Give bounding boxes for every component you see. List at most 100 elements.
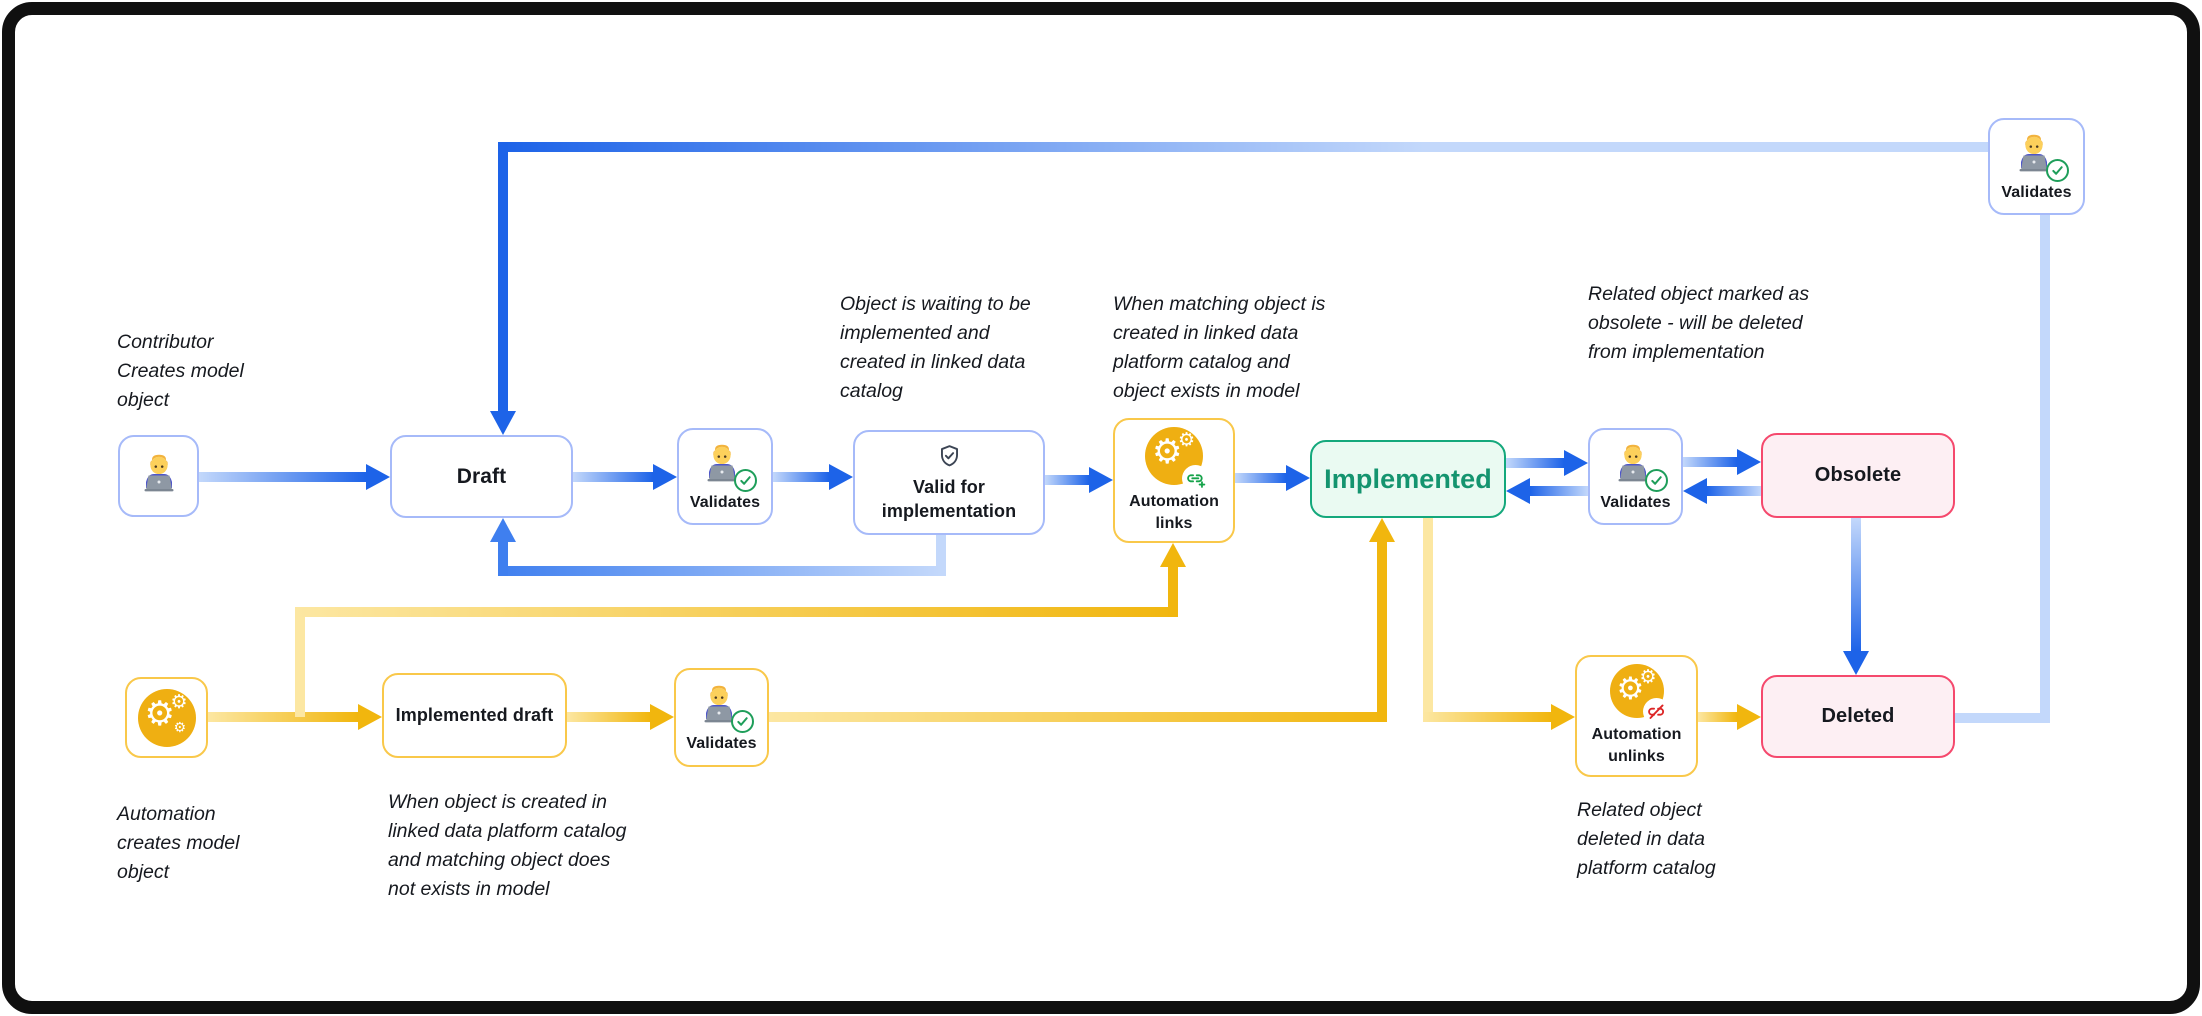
node-automation-unlinks-label: Automation unlinks — [1591, 726, 1682, 765]
node-validates-1: Validates — [677, 428, 773, 525]
check-badge-icon — [734, 468, 757, 492]
check-badge-icon — [1644, 468, 1668, 492]
arrow-automation-unlinks-to-deleted — [1698, 712, 1737, 722]
arrow-obsolete-to-deleted — [1851, 518, 1861, 651]
node-validates-label: Validates — [689, 493, 761, 511]
annotation-automation-creates: Automation creates model object — [117, 803, 240, 883]
node-automation-links: ⚙ ⚙ Automation links — [1113, 418, 1235, 543]
annotation-related-deleted: Related object deleted in data platform … — [1577, 799, 1716, 879]
annotation-object-waiting: Object is waiting to be implemented and … — [840, 293, 1031, 402]
link-plus-icon — [1182, 464, 1209, 492]
arrow-automation-links-to-implemented — [1235, 473, 1286, 483]
node-valid-for-implementation: Valid for implementation — [853, 430, 1045, 535]
gears-icon: ⚙ ⚙ ⚙ — [137, 688, 196, 747]
gear-icon: ⚙ — [1639, 666, 1657, 688]
node-automation: ⚙ ⚙ ⚙ — [125, 677, 208, 758]
node-valid-label: Valid for implementation — [881, 476, 1017, 521]
node-deleted-label: Deleted — [1821, 705, 1895, 727]
person-technologist-icon — [696, 685, 742, 731]
person-check-icon — [2011, 132, 2069, 182]
node-draft-label: Draft — [456, 464, 507, 488]
node-obsolete-label: Obsolete — [1814, 464, 1902, 486]
check-badge-icon — [2045, 158, 2069, 182]
node-automation-unlinks: ⚙ ⚙ Automation unlinks — [1575, 655, 1698, 777]
gear-icon: ⚙ — [170, 690, 188, 713]
line-deleted-up-to-validates — [2040, 215, 2050, 723]
gear-icon: ⚙ — [1178, 428, 1196, 451]
node-implemented: Implemented — [1310, 440, 1506, 518]
arrow-valid-to-automation-links-head — [1089, 467, 1113, 493]
person-technologist-icon — [699, 444, 745, 490]
arrow-validates-to-implemented-head — [1506, 478, 1530, 504]
gear-icon: ⚙ — [1152, 431, 1183, 472]
arrow-implemented-to-validates-head — [1564, 450, 1588, 476]
arrow-validates-to-obsolete-head — [1737, 449, 1761, 475]
arrow-contributor-to-draft-head — [366, 464, 390, 490]
link-slash-icon — [1642, 698, 1670, 725]
arrow-obsolete-to-validates — [1707, 486, 1761, 496]
gear-icon: ⚙ — [144, 693, 175, 734]
node-validates-label: Validates — [2001, 183, 2072, 201]
line-up-into-automation-links — [1168, 567, 1178, 617]
person-check-icon — [1610, 442, 1668, 492]
node-obsolete: Obsolete — [1761, 433, 1955, 518]
node-implemented-draft: Implemented draft — [382, 673, 567, 758]
node-deleted: Deleted — [1761, 675, 1955, 758]
node-validates-label: Validates — [686, 734, 757, 752]
shield-check-icon — [940, 444, 958, 466]
arrow-validates-to-valid-head — [829, 464, 853, 490]
node-validates-3: Validates — [674, 668, 769, 767]
line-deleted-right — [1955, 713, 2050, 723]
person-technologist-icon — [1610, 444, 1656, 490]
gear-icon: ⚙ — [173, 719, 187, 736]
gears-link-slash-icon: ⚙ ⚙ — [1609, 664, 1670, 725]
arrow-validates-to-obsolete — [1683, 457, 1737, 467]
check-badge-icon — [730, 709, 754, 733]
line-valid-back-to-draft — [498, 566, 941, 576]
node-contributor — [118, 435, 199, 517]
arrow-into-automation-unlinks-head — [1551, 704, 1575, 730]
line-up-into-implemented — [1377, 542, 1387, 722]
annotation-related-marked: Related object marked as obsolete - will… — [1588, 283, 1810, 363]
line-branch-up — [295, 607, 305, 717]
line-branch-right — [295, 607, 1178, 617]
node-implemented-label: Implemented — [1324, 463, 1492, 494]
annotation-when-matching: When matching object is created in linke… — [1113, 293, 1326, 402]
line-top-down-to-draft — [498, 142, 508, 411]
arrow-implemented-draft-to-validates-head — [650, 704, 674, 730]
node-validates-2: Validates — [1588, 428, 1683, 525]
arrow-into-draft-bottom-head — [490, 518, 516, 542]
gear-icon: ⚙ — [1616, 671, 1645, 707]
arrow-automation-unlinks-to-deleted-head — [1737, 704, 1761, 730]
line-validates-top-to-draft — [503, 142, 1988, 152]
arrow-top-into-draft-head — [490, 411, 516, 435]
annotation-contributor-creates: Contributor Creates model object — [117, 331, 244, 411]
person-technologist-icon — [136, 452, 182, 501]
line-valid-down-stub — [936, 535, 946, 576]
arrow-into-implemented-bottom-head — [1369, 518, 1395, 542]
node-draft: Draft — [390, 435, 573, 518]
arrow-obsolete-to-validates-head — [1683, 478, 1707, 504]
line-up-into-draft — [498, 542, 508, 576]
arrow-validates-to-implemented — [1530, 486, 1588, 496]
node-automation-links-label: Automation links — [1129, 492, 1219, 532]
arrow-contributor-to-draft — [199, 472, 366, 482]
arrow-into-automation-links-head — [1160, 543, 1186, 567]
line-implemented-down — [1423, 518, 1433, 722]
node-validates-4: Validates — [1988, 118, 2085, 215]
arrow-implemented-to-validates — [1506, 458, 1564, 468]
person-check-icon — [696, 683, 754, 733]
arrow-implemented-draft-to-validates — [567, 712, 650, 722]
arrow-automation-to-implemented-draft — [208, 712, 358, 722]
arrow-draft-to-validates — [573, 472, 653, 482]
node-implemented-draft-label: Implemented draft — [395, 705, 554, 725]
arrow-validates-to-valid — [773, 472, 829, 482]
annotation-when-object-created: When object is created in linked data pl… — [388, 791, 627, 900]
person-check-icon — [699, 442, 757, 492]
arrow-valid-to-automation-links — [1045, 475, 1089, 485]
arrow-automation-links-to-implemented-head — [1286, 465, 1310, 491]
line-validates-to-implemented-bottom — [769, 712, 1387, 722]
line-to-automation-unlinks — [1423, 712, 1551, 722]
